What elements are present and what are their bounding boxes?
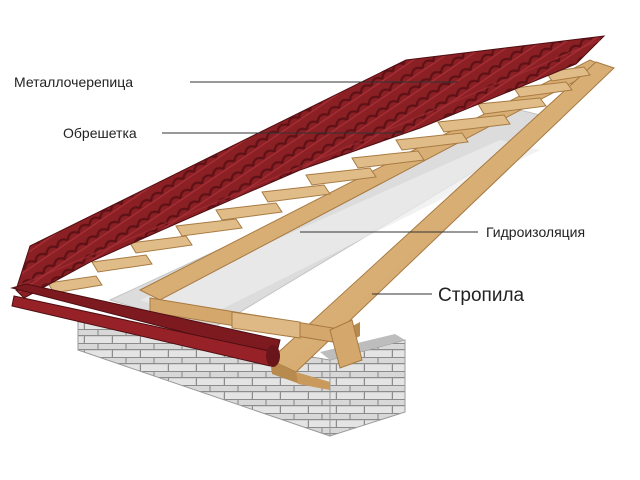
label-battens: Обрешетка [63, 125, 137, 141]
gutter [10, 283, 281, 367]
leader-lines [162, 81, 478, 295]
label-metal-tile: Металлочерепица [14, 74, 134, 90]
label-rafters: Стропила [438, 285, 525, 306]
label-waterproofing: Гидроизоляция [486, 224, 586, 240]
metal-tile-roofing [15, 35, 606, 299]
battens [47, 66, 591, 294]
